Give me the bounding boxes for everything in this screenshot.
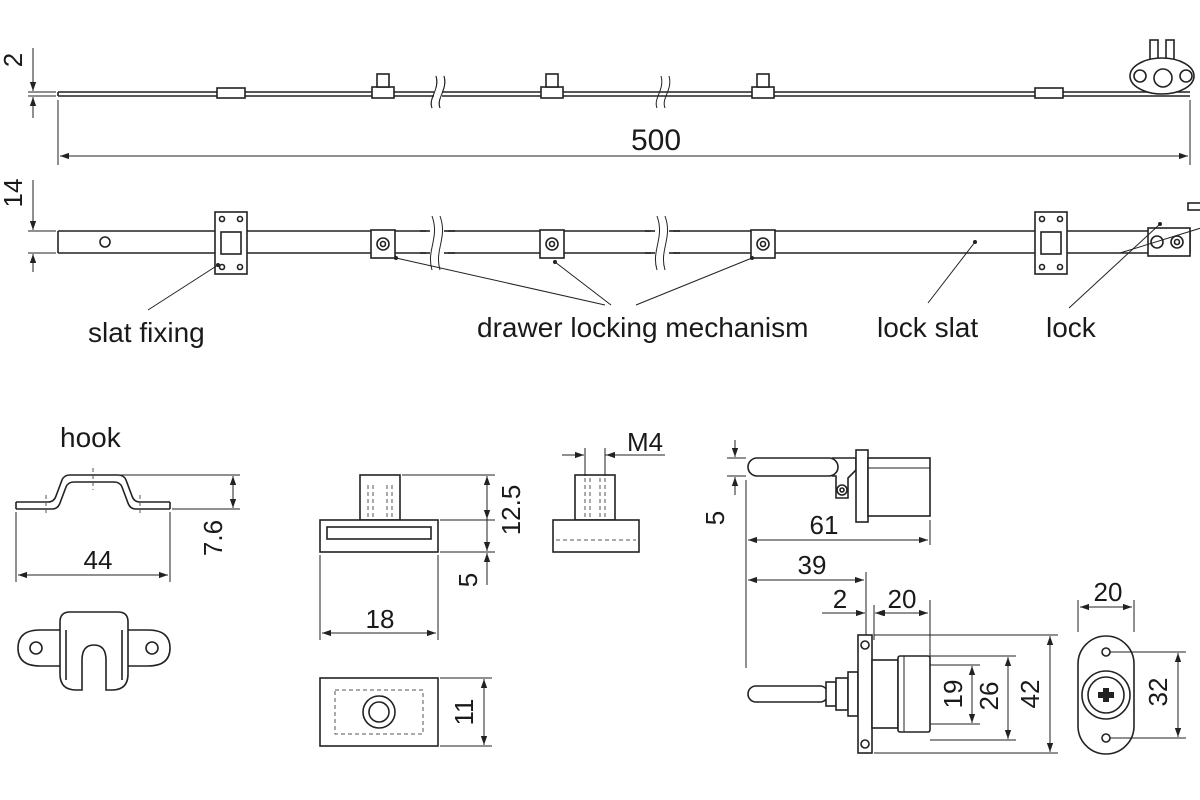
dim-slat-height-value: 14 <box>0 179 28 208</box>
dim-lock-inner-diameter-value: 19 <box>938 680 968 709</box>
dimension-mech-thread: M4 <box>562 427 665 476</box>
dimension-lock-flange: 2 <box>822 584 931 660</box>
hook-side-view-icon <box>15 468 171 514</box>
dim-mech-width-value: 18 <box>366 604 395 634</box>
label-slat-fixing: slat fixing <box>88 317 205 348</box>
hook-top-view-icon <box>17 611 171 691</box>
dim-hook-length-value: 44 <box>84 545 113 575</box>
drawer-mechanism-3-icon <box>750 229 776 259</box>
drawer-mechanism-2-icon <box>539 229 565 259</box>
dimension-lock-outer-diameter: 26 <box>930 655 1016 741</box>
dimension-lock-cam: 5 <box>700 440 746 525</box>
dimension-lock-plate-height: 42 <box>874 634 1058 754</box>
dim-overall-length-value: 500 <box>631 124 681 157</box>
lock-slat-front-view <box>57 202 1200 275</box>
dimension-mech-base: 5 <box>440 490 495 587</box>
dimension-lock-front-height: 32 <box>1110 651 1186 739</box>
dimension-lock-cylinder: 20 <box>876 584 928 617</box>
label-drawer-locking-mechanism: drawer locking mechanism <box>477 312 808 343</box>
slat-fixing-right-icon <box>1034 211 1068 275</box>
dim-lock-plate-height-value: 42 <box>1015 680 1045 709</box>
lock-face-view-icon <box>1077 635 1135 755</box>
drawer-mechanism-1-icon <box>370 229 396 259</box>
lock-side-view-detail-icon <box>747 634 931 754</box>
dim-hook-height-value: 7.6 <box>198 520 228 556</box>
lock-front-view-icon <box>1119 202 1200 257</box>
dimension-lock-total-length: 61 <box>745 480 931 668</box>
dimension-hook-height: 7.6 <box>120 474 240 556</box>
dimension-mech-height: 12.5 <box>402 474 526 553</box>
dim-lock-total-length-value: 61 <box>810 510 839 540</box>
dimension-slat-height: 14 <box>0 179 56 272</box>
dim-mech-base-value: 5 <box>453 573 483 587</box>
dimension-lock-front-width: 20 <box>1077 577 1135 632</box>
dim-lock-outer-diameter-value: 26 <box>974 682 1004 711</box>
dim-lock-cylinder-value: 20 <box>888 584 917 614</box>
slat-side-view <box>57 39 1195 109</box>
slat-fixing-left-icon <box>214 211 248 275</box>
dim-lock-front-height-value: 32 <box>1143 678 1173 707</box>
dim-mech-height-value: 12.5 <box>496 485 526 536</box>
leader-lines <box>147 222 1162 311</box>
dim-lock-body-length-value: 39 <box>798 550 827 580</box>
dim-side-thickness-value: 2 <box>0 53 28 67</box>
dim-lock-flange-value: 2 <box>833 584 847 614</box>
mechanism-front-view-icon <box>319 474 439 553</box>
lock-side-view-icon <box>1129 39 1195 95</box>
dimension-lock-body-length: 39 <box>748 550 867 640</box>
label-hook: hook <box>60 422 122 453</box>
lock-top-view-icon <box>747 449 931 523</box>
dimension-overall-length: 500 <box>57 100 1191 165</box>
dimension-side-thickness: 2 <box>0 48 56 118</box>
label-lock: lock <box>1046 312 1097 343</box>
dim-mech-thread-value: M4 <box>627 427 663 457</box>
dimension-hook-length: 44 <box>15 512 171 582</box>
mechanism-top-view-icon <box>319 677 439 747</box>
dimension-lock-inner-diameter: 19 <box>930 664 980 725</box>
dim-mech-depth-value: 11 <box>449 699 479 726</box>
dim-lock-front-width-value: 20 <box>1094 577 1123 607</box>
label-lock-slat: lock slat <box>877 312 978 343</box>
mechanism-section-view-icon <box>552 474 640 553</box>
dimension-mech-width: 18 <box>319 555 439 640</box>
dimension-mech-depth: 11 <box>440 677 492 747</box>
dim-lock-cam-value: 5 <box>700 511 730 525</box>
